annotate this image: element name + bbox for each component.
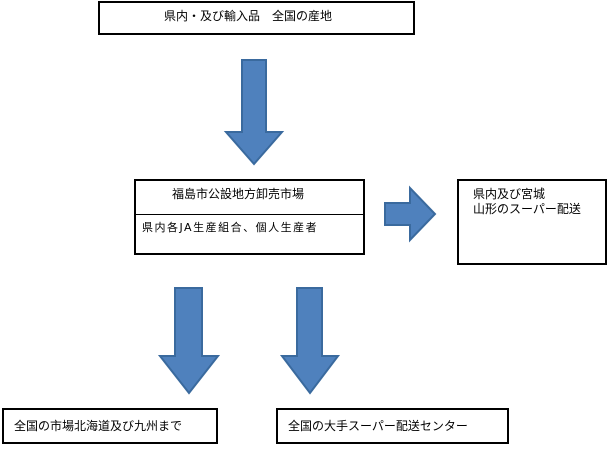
arrow-down-market-to-distribution-centers	[279, 287, 341, 395]
node-market-subtitle: 県内各JA生産組合、個人生産者	[142, 221, 319, 234]
arrow-right-market-to-supermarket	[384, 185, 437, 243]
node-regional-line2: 山形のスーパー配送	[473, 202, 581, 216]
node-origin: 県内・及び輸入品 全国の産地	[98, 1, 415, 35]
arrow-down-top-to-market	[223, 59, 285, 166]
node-wholesale-market: 福島市公設地方卸売市場 県内各JA生産組合、個人生産者	[134, 179, 365, 255]
node-origin-label: 県内・及び輸入品 全国の産地	[164, 9, 333, 23]
node-regional-supermarkets: 県内及び宮城 山形のスーパー配送	[457, 179, 607, 265]
node-distribution-centers-label: 全国の大手スーパー配送センター	[288, 419, 468, 433]
node-distribution-centers: 全国の大手スーパー配送センター	[276, 408, 509, 444]
arrow-down-market-to-national-markets	[157, 287, 221, 395]
node-regional-line1: 県内及び宮城	[473, 187, 546, 201]
node-national-markets: 全国の市場北海道及び九州まで	[2, 408, 218, 444]
node-market-title: 福島市公設地方卸売市場	[136, 181, 363, 215]
node-national-markets-label: 全国の市場北海道及び九州まで	[14, 419, 183, 433]
